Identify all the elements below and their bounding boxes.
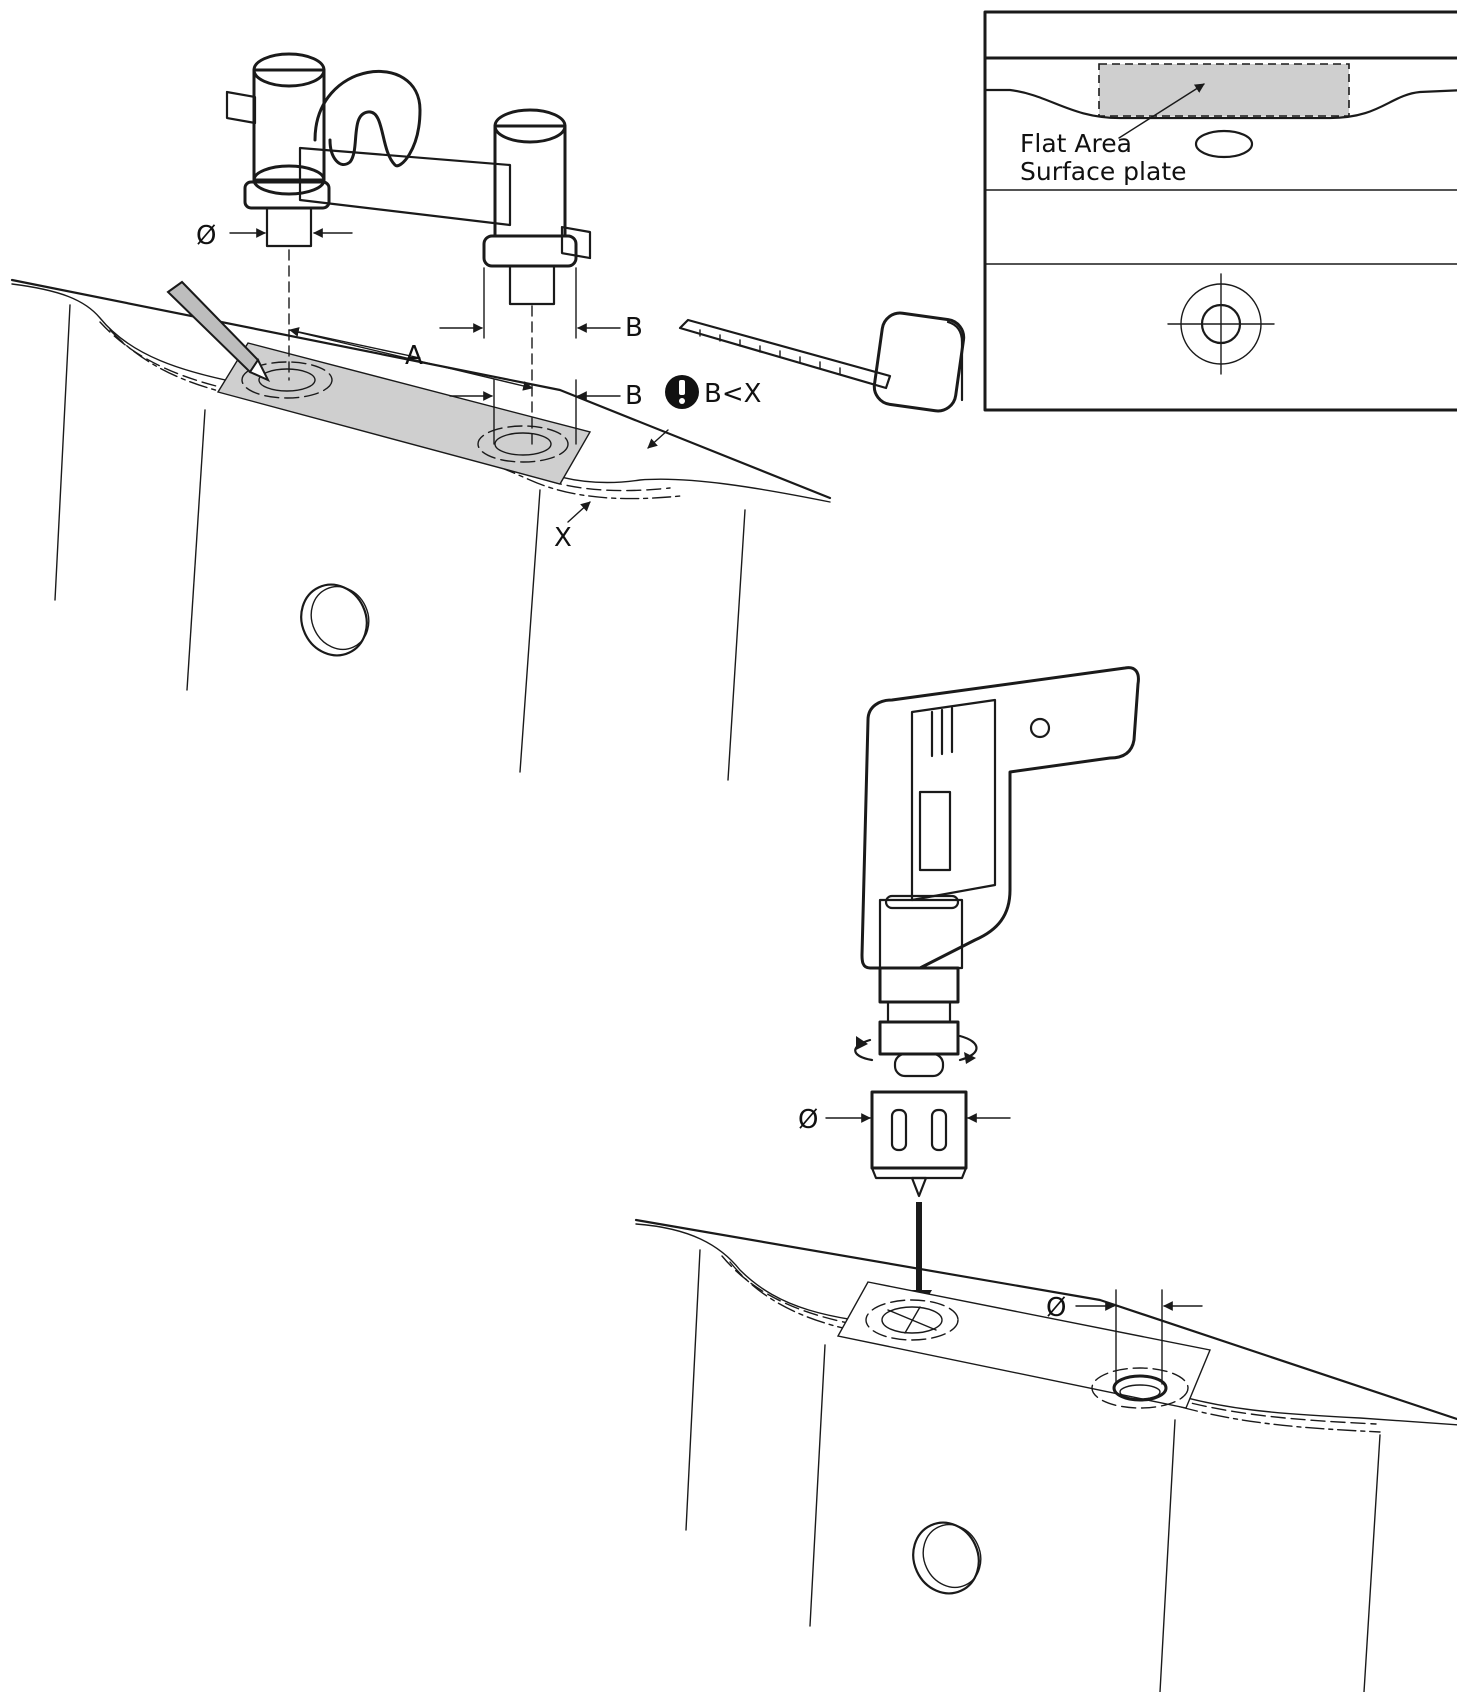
sink-top-left [10,278,832,781]
dimension-b-label-1: B [625,313,643,343]
tape-measure-icon [678,311,966,413]
bath-tap [225,52,592,306]
flat-area-inset [983,10,1457,412]
pencil-icon [166,280,271,383]
warning-text: B<X [704,379,761,409]
diameter-label-hole: Ø [1046,1293,1066,1323]
flat-area-label: Flat Area [1020,129,1132,158]
surface-plate-label: Surface plate [1020,157,1187,186]
diameter-label-drill: Ø [798,1105,818,1135]
drill [860,666,1140,1312]
sink-bottom-right [634,1218,1457,1692]
exclamation-circle-icon [665,375,699,409]
dimension-b-label-2: B [625,381,643,411]
flat-area-rect [1098,63,1350,117]
crosshair-icon [1167,273,1275,375]
diameter-label-top: Ø [196,221,216,251]
overflow-hole-bottom [912,1521,982,1595]
overflow-hole-top [300,583,370,657]
flat-area-strip-bottom [836,1281,1211,1409]
flat-area-strip-top [216,342,592,485]
dimension-x-label: X [554,523,572,553]
dimension-a-label: A [405,341,423,371]
rotation-arrow-icon [854,1034,978,1064]
dimensions-top [229,228,669,523]
